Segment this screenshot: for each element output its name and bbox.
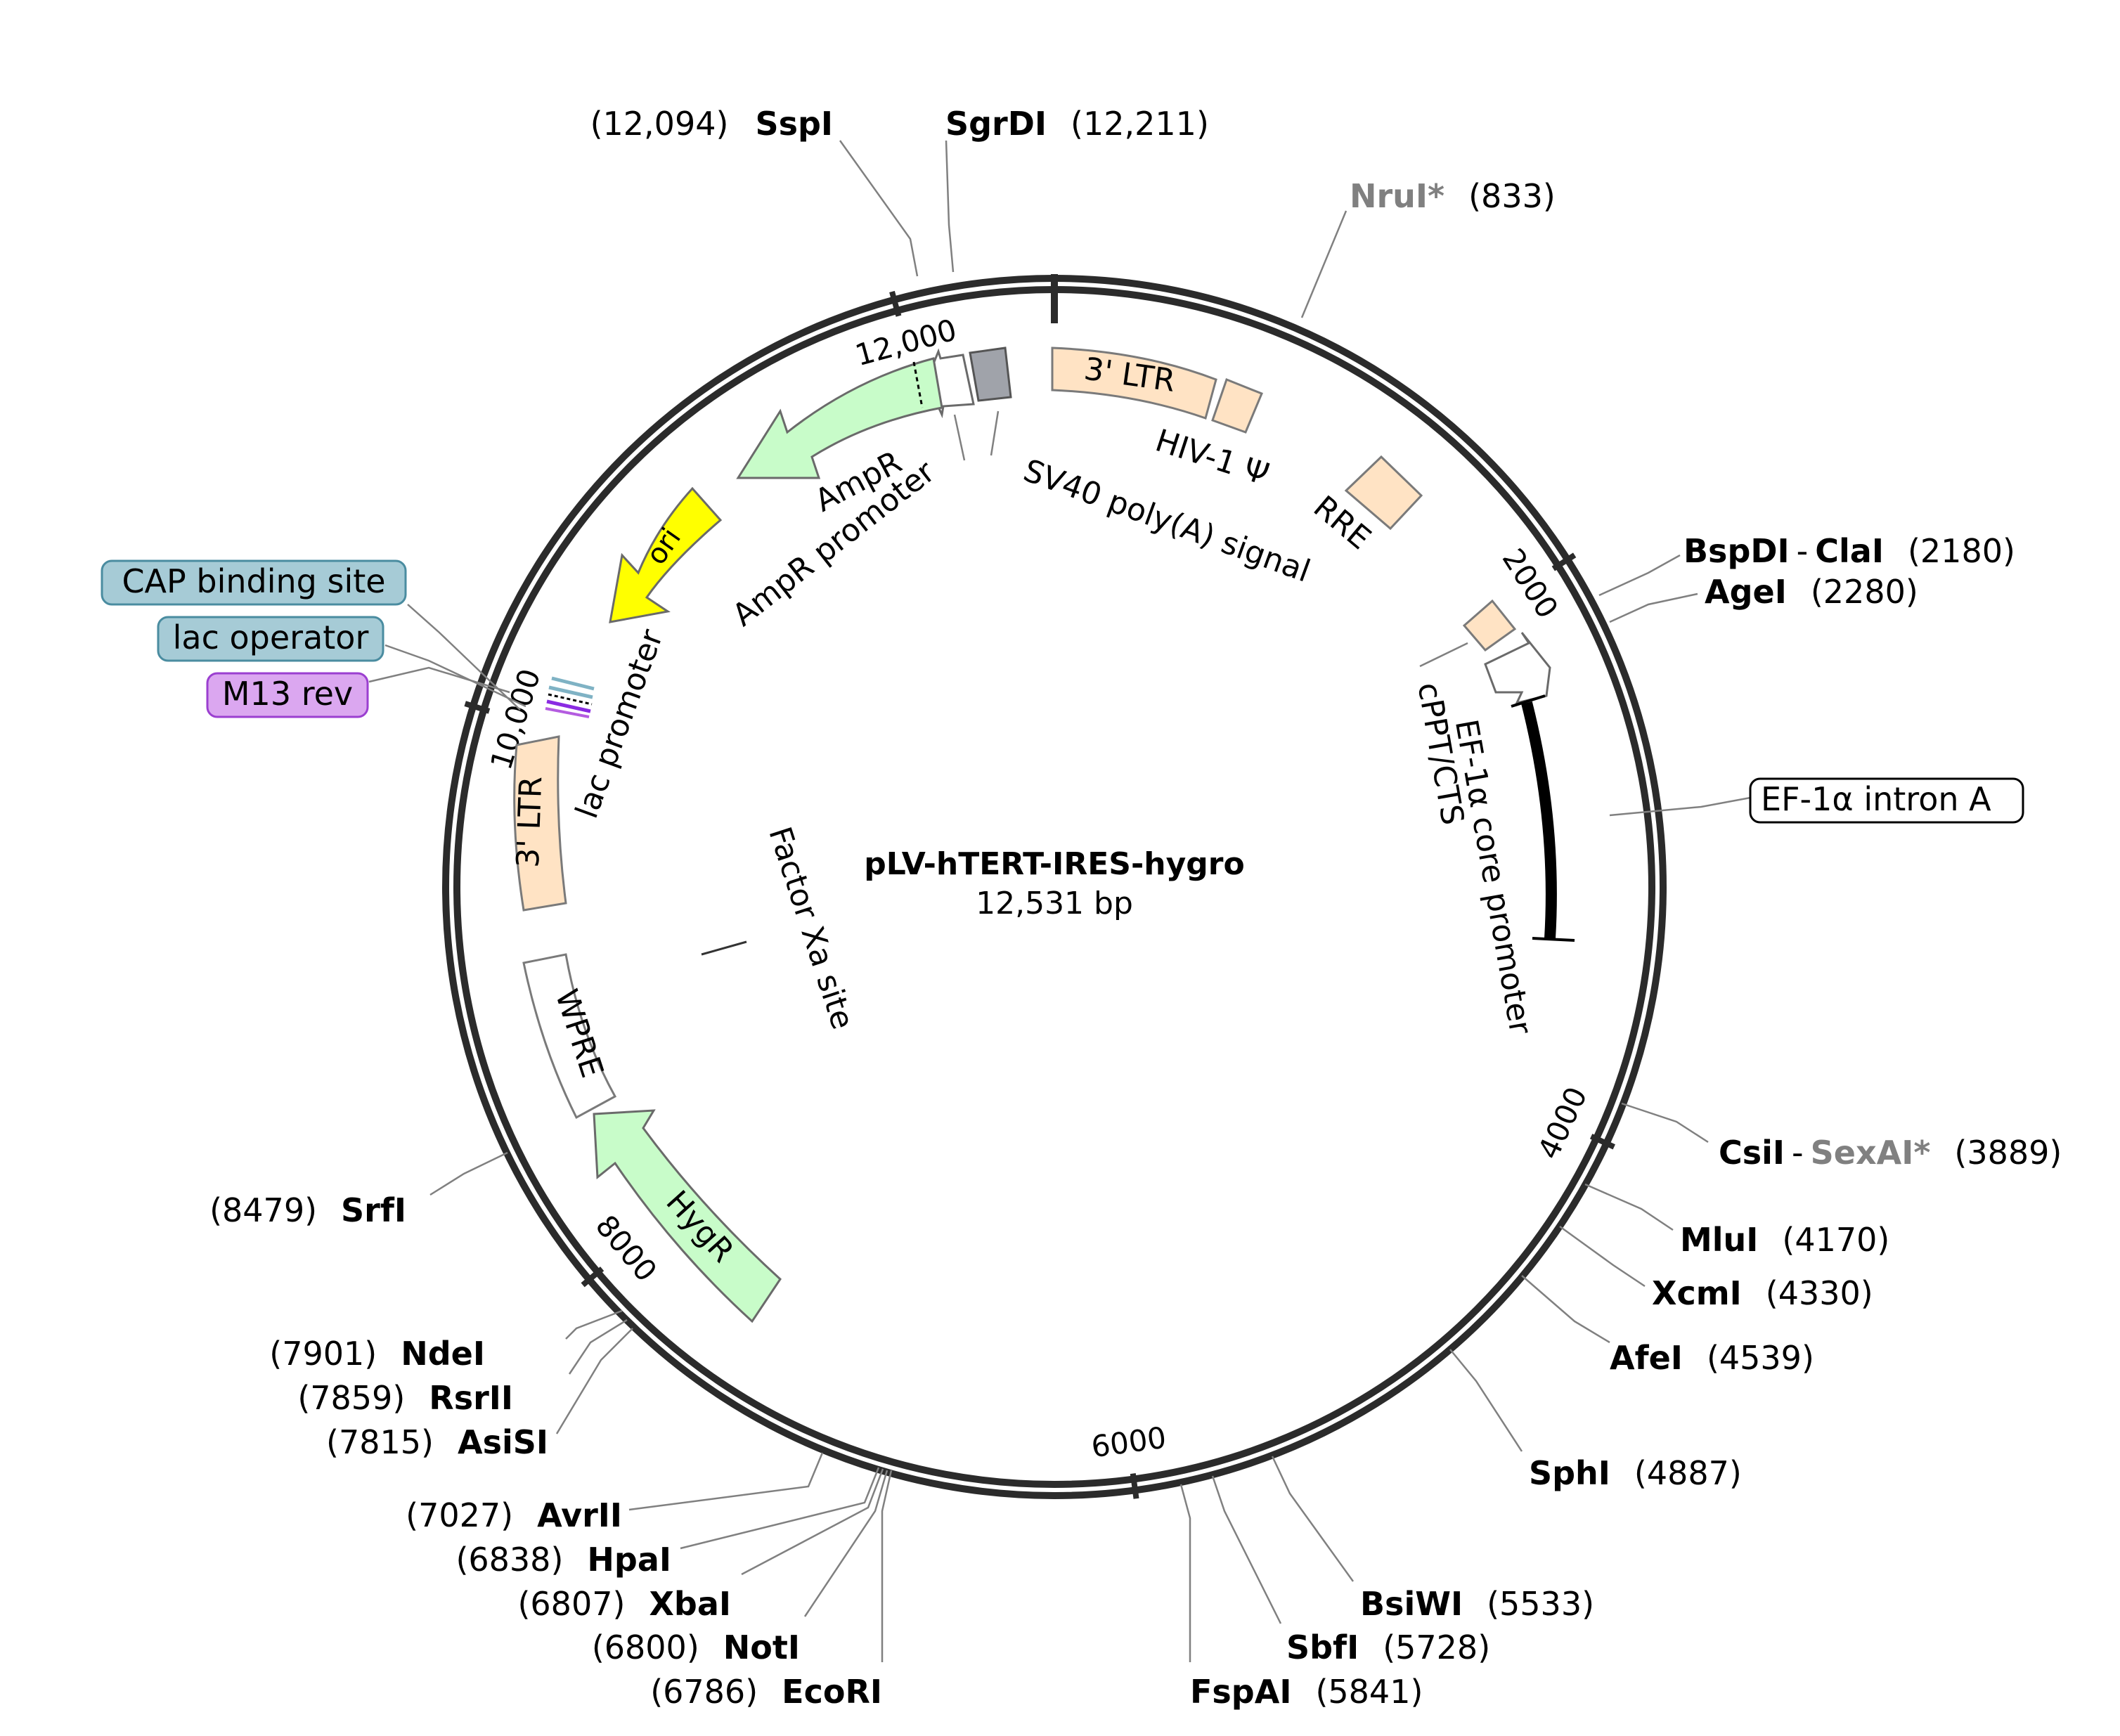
ef1a-intron-box: EF-1α intron A: [1749, 777, 2024, 824]
wpre-feature: [522, 953, 617, 1120]
lac-stripes: [545, 676, 595, 718]
leader-sv40: [990, 410, 1000, 456]
leader-xbaI: [741, 1468, 884, 1576]
hiv-psi-label: HIV-1 Ψ: [1151, 422, 1274, 493]
hiv-psi-feature: [1211, 378, 1263, 434]
cap-binding-site-box: CAP binding site: [101, 559, 407, 606]
site-mluI: MluI(4170): [1680, 1221, 1889, 1259]
leader-sspI: [839, 140, 919, 277]
leader-ageI: [1609, 592, 1698, 623]
leader-rsrII: [568, 1319, 628, 1375]
leader-fspAI: [1179, 1484, 1191, 1662]
tick-4000: [1589, 1134, 1615, 1150]
ef1a-intron-bar: [1521, 701, 1557, 939]
leader-bspDI: [1598, 554, 1681, 597]
site-nruI: NruI*(833): [1350, 177, 1556, 215]
site-leaders: [368, 140, 1751, 1662]
lac-operator-label: lac operator: [173, 618, 369, 656]
tick-label-4000: 4000: [1531, 1082, 1594, 1165]
factor-xa-mark: [701, 940, 747, 956]
lac-operator-box: lac operator: [157, 616, 384, 662]
ori-feature: [609, 486, 723, 623]
lac-promoter-label: lac promoter: [569, 624, 671, 823]
leader-m13: [368, 666, 510, 694]
leader-hpaI: [680, 1467, 880, 1550]
tick-8000: [581, 1267, 605, 1288]
site-xbaI: (6807)XbaI: [517, 1585, 731, 1623]
leader-asiSI: [555, 1328, 633, 1434]
site-asiSI: (7815)AsiSI: [326, 1423, 548, 1461]
site-notI: (6800)NotI: [592, 1628, 800, 1666]
ef1a-intron-cap-bottom: [1532, 937, 1575, 942]
site-labels: (12,094)SspI SgrDI(12,211) NruI*(833) Bs…: [209, 105, 2062, 1711]
leader-ndeI: [565, 1309, 623, 1340]
site-ndeI: (7901)NdeI: [269, 1335, 485, 1373]
leader-nruI: [1300, 210, 1347, 318]
site-xcmI: XcmI(4330): [1652, 1274, 1873, 1312]
site-ageI: AgeI(2280): [1705, 573, 1918, 611]
leader-ecoRI: [881, 1470, 893, 1662]
ltr-left-feature: [513, 735, 567, 912]
plasmid-name: pLV-hTERT-IRES-hygro: [864, 846, 1244, 882]
ampr-feature: [736, 357, 943, 479]
site-bspDI: BspDI-ClaI(2180): [1683, 532, 2015, 570]
leader-cap: [407, 604, 521, 711]
sv40-label: SV40 poly(A) signal: [1019, 453, 1314, 590]
leader-srfI: [429, 1151, 508, 1196]
leader-sgrDI: [945, 140, 955, 273]
leader-avrII: [628, 1452, 824, 1511]
site-csiI: CsiI-SexAI*(3889): [1719, 1134, 2062, 1172]
ltr-top-feature: [1051, 346, 1217, 420]
factor-xa-label: Factor Xa site: [761, 822, 860, 1033]
leader-cppt: [1419, 642, 1468, 668]
ampr-dotted: [912, 361, 924, 408]
site-sbfI: SbfI(5728): [1286, 1628, 1490, 1666]
leader-lac-op: [384, 644, 526, 708]
site-sspI: (12,094)SspI: [590, 105, 833, 143]
site-hpaI: (6838)HpaI: [455, 1541, 671, 1579]
leader-sbfI: [1211, 1475, 1282, 1624]
tick-2000: [1551, 552, 1577, 571]
ef1a-core-arrow: [1484, 632, 1551, 705]
site-sgrDI: SgrDI(12,211): [945, 105, 1209, 143]
tick-label-6000: 6000: [1090, 1420, 1168, 1465]
leader-ampr-prom: [953, 414, 966, 461]
leader-csiI: [1621, 1102, 1709, 1144]
leader-xcmI: [1559, 1225, 1646, 1288]
site-ecoRI: (6786)EcoRI: [650, 1673, 882, 1711]
tick-6000: [1130, 1473, 1139, 1499]
ef1a-intron-cap-top: [1511, 694, 1546, 708]
site-sphI: SphI(4887): [1529, 1454, 1742, 1492]
site-rsrII: (7859)RsrII: [297, 1379, 513, 1417]
ltr-left-label: 3' LTR: [510, 776, 550, 869]
site-afeI: AfeI(4539): [1610, 1339, 1814, 1377]
hygr-feature: [593, 1109, 782, 1323]
tick-12000: [889, 290, 902, 317]
site-fspAI: FspAI(5841): [1190, 1673, 1423, 1711]
sv40-feature: [969, 346, 1012, 402]
site-avrII: (7027)AvrII: [406, 1496, 622, 1534]
leader-bsiWI: [1271, 1456, 1355, 1582]
leader-ef1a: [1609, 796, 1751, 817]
m13-rev-label: M13 rev: [222, 675, 353, 713]
plasmid-length: 12,531 bp: [976, 886, 1133, 921]
leader-afeI: [1521, 1275, 1610, 1344]
leader-notI: [803, 1470, 888, 1617]
m13-rev-box: M13 rev: [206, 672, 369, 718]
features: 3' LTR HIV-1 Ψ RRE cPPT/CTS EF-1α core p…: [510, 346, 1575, 1323]
leader-sphI: [1449, 1349, 1523, 1452]
ef1a-intron-label: EF-1α intron A: [1761, 780, 1991, 818]
site-srfI: (8479)SrfI: [209, 1191, 406, 1229]
cap-binding-site-label: CAP binding site: [122, 562, 385, 600]
ef1a-core-label: EF-1α core promoter: [1448, 717, 1539, 1037]
tick-10000: [464, 701, 491, 714]
rre-feature: [1344, 455, 1423, 531]
cppt-feature: [1462, 599, 1517, 652]
site-bsiWI: BsiWI(5533): [1360, 1585, 1594, 1623]
leader-mluI: [1584, 1183, 1674, 1231]
